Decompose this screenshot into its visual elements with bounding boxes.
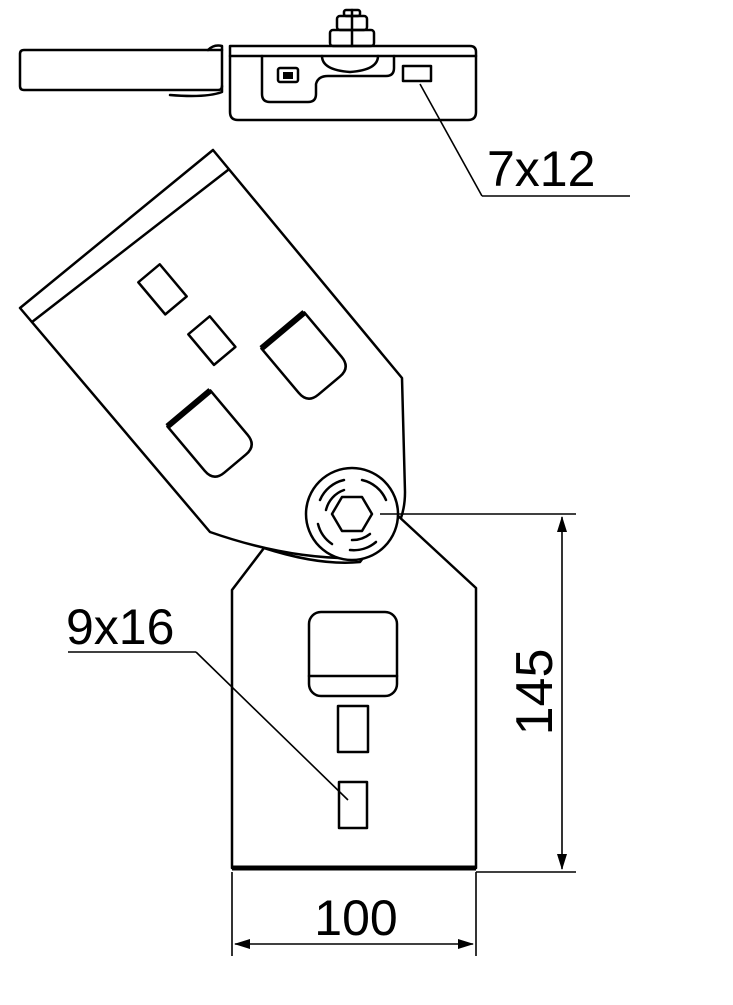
leader-7x12: 7x12 [419, 83, 630, 197]
plate-hole-9x16 [337, 780, 369, 830]
label-145: 145 [506, 649, 564, 736]
label-9x16: 9x16 [66, 599, 174, 655]
lower-plate [230, 512, 478, 871]
leader-9x16: 9x16 [66, 599, 349, 801]
dimension-width: 100 [231, 872, 477, 956]
side-hole-7x12 [401, 64, 433, 83]
label-7x12: 7x12 [487, 141, 595, 197]
side-view [18, 8, 478, 122]
label-100: 100 [314, 890, 397, 946]
dimension-height: 145 [380, 513, 576, 873]
